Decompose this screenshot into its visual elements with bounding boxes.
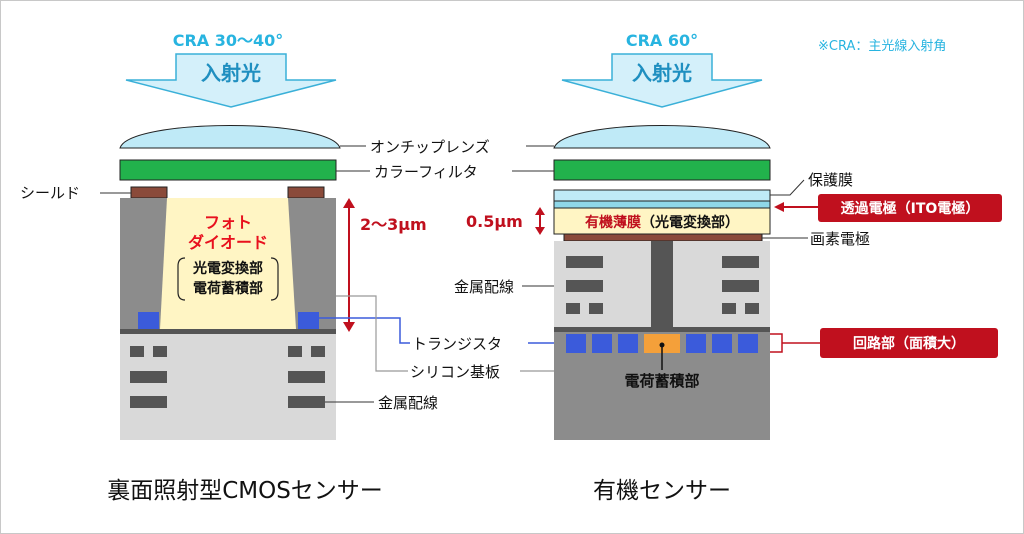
right-incident-light-label: 入射光 — [632, 61, 692, 85]
metal-wiring-label-right: 金属配線 — [454, 278, 514, 296]
right-thickness-label: 0.5μm — [466, 212, 523, 231]
right-organic-film — [553, 207, 771, 235]
left-color-filter — [119, 159, 337, 181]
left-thickness-arrowhead-top — [343, 198, 355, 208]
right-charge-storage-label: 電荷蓄積部 — [624, 372, 699, 390]
left-wiring-5 — [288, 346, 302, 357]
left-incident-light-label: 入射光 — [201, 61, 261, 85]
left-wiring-4 — [130, 396, 167, 408]
left-cra-label: CRA 30〜40° — [173, 31, 284, 50]
protective-film-label: 保護膜 — [808, 171, 853, 189]
right-wiring-8 — [745, 303, 759, 314]
left-photodiode-label-1: フォト — [204, 213, 252, 232]
left-on-chip-lens — [119, 125, 341, 149]
shield-label: シールド — [20, 184, 80, 202]
right-transistor-1 — [566, 334, 586, 353]
left-conversion-bracket-right — [270, 257, 279, 301]
right-wiring-1 — [566, 256, 603, 268]
right-color-filter — [553, 159, 771, 181]
pixel-electrode-label: 画素電極 — [810, 230, 870, 248]
right-transistor-5 — [712, 334, 732, 353]
left-wiring-1 — [130, 346, 144, 357]
left-wiring-6 — [311, 346, 325, 357]
right-caption: 有機センサー — [593, 478, 731, 504]
right-thickness-arrowhead-top — [535, 207, 545, 215]
transistor-leader-left — [319, 317, 410, 344]
right-protective-film — [553, 189, 771, 202]
left-shield-a — [130, 186, 168, 199]
transparent-electrode-callout-text: 透過電極（ITO電極） — [841, 200, 980, 217]
right-wiring-4 — [589, 303, 603, 314]
right-wiring-3 — [566, 303, 580, 314]
left-caption: 裏面照射型CMOSセンサー — [107, 478, 383, 504]
right-transistor-2 — [592, 334, 612, 353]
right-cra-label: CRA 60° — [626, 31, 698, 50]
right-thickness-arrowhead-bottom — [535, 227, 545, 235]
right-wiring-7 — [722, 303, 736, 314]
circuit-area-callout — [820, 328, 998, 358]
right-incident-light-arrow — [561, 53, 763, 108]
left-thickness-arrowhead-bottom — [343, 322, 355, 332]
charge-storage-dot — [659, 342, 665, 348]
transparent-electrode-arrowhead — [774, 202, 784, 212]
left-photodiode — [160, 198, 296, 329]
right-separator — [554, 327, 770, 332]
left-transistor-b — [298, 312, 319, 330]
substrate-leader-left — [336, 295, 408, 372]
left-separator — [120, 329, 336, 334]
right-pixel-electrode — [563, 233, 763, 242]
right-transistor-4 — [686, 334, 706, 353]
right-on-chip-lens — [553, 125, 771, 149]
left-conversion-label-1: 光電変換部 — [192, 260, 263, 277]
left-sensor: CRA 30〜40° 入射光 フォト ダイオード 光電変換部 電荷蓄積部 — [107, 31, 427, 504]
left-wiring-7 — [288, 371, 325, 383]
right-wiring-6 — [722, 280, 759, 292]
left-wiring-3 — [130, 371, 167, 383]
cra-note: ※CRA：主光線入射角 — [818, 38, 946, 54]
left-conversion-label-2: 電荷蓄積部 — [193, 280, 263, 297]
on-chip-lens-label: オンチップレンズ — [370, 138, 490, 156]
silicon-substrate-label: シリコン基板 — [410, 363, 500, 381]
transparent-electrode-callout — [818, 194, 1002, 222]
circuit-area-bracket — [770, 333, 783, 353]
middle-labels: シールド オンチップレンズ カラーフィルタ トランジスタ シリコン基板 金属配線… — [20, 138, 566, 412]
right-transparent-electrode — [553, 200, 771, 209]
left-photodiode-label-2: ダイオード — [188, 233, 268, 252]
left-wiring-8 — [288, 396, 325, 408]
right-via — [651, 241, 673, 327]
right-transistor-3 — [618, 334, 638, 353]
circuit-area-callout-text: 回路部（面積大） — [853, 335, 965, 352]
right-wiring-2 — [566, 280, 603, 292]
right-wiring-5 — [722, 256, 759, 268]
left-wiring-2 — [153, 346, 167, 357]
left-silicon-lower — [120, 334, 336, 440]
left-transistor-a — [138, 312, 159, 330]
protective-film-leader — [770, 179, 805, 196]
left-incident-light-arrow — [125, 53, 337, 108]
metal-wiring-label-left: 金属配線 — [378, 394, 438, 412]
right-organic-film-label: 有機薄膜（光電変換部） — [585, 214, 739, 231]
organic-film-sub: （光電変換部） — [641, 214, 739, 231]
left-shield-b — [287, 186, 325, 199]
right-transistor-6 — [738, 334, 758, 353]
color-filter-label: カラーフィルタ — [374, 163, 478, 181]
left-thickness-label: 2〜3μm — [360, 215, 427, 234]
right-sensor: CRA 60° 入射光 ※CRA：主光線入射角 有機薄膜（光電変換部） — [466, 31, 1002, 504]
left-conversion-bracket-left — [177, 257, 186, 301]
transistor-label: トランジスタ — [412, 335, 502, 353]
organic-film-name: 有機薄膜 — [585, 214, 641, 231]
